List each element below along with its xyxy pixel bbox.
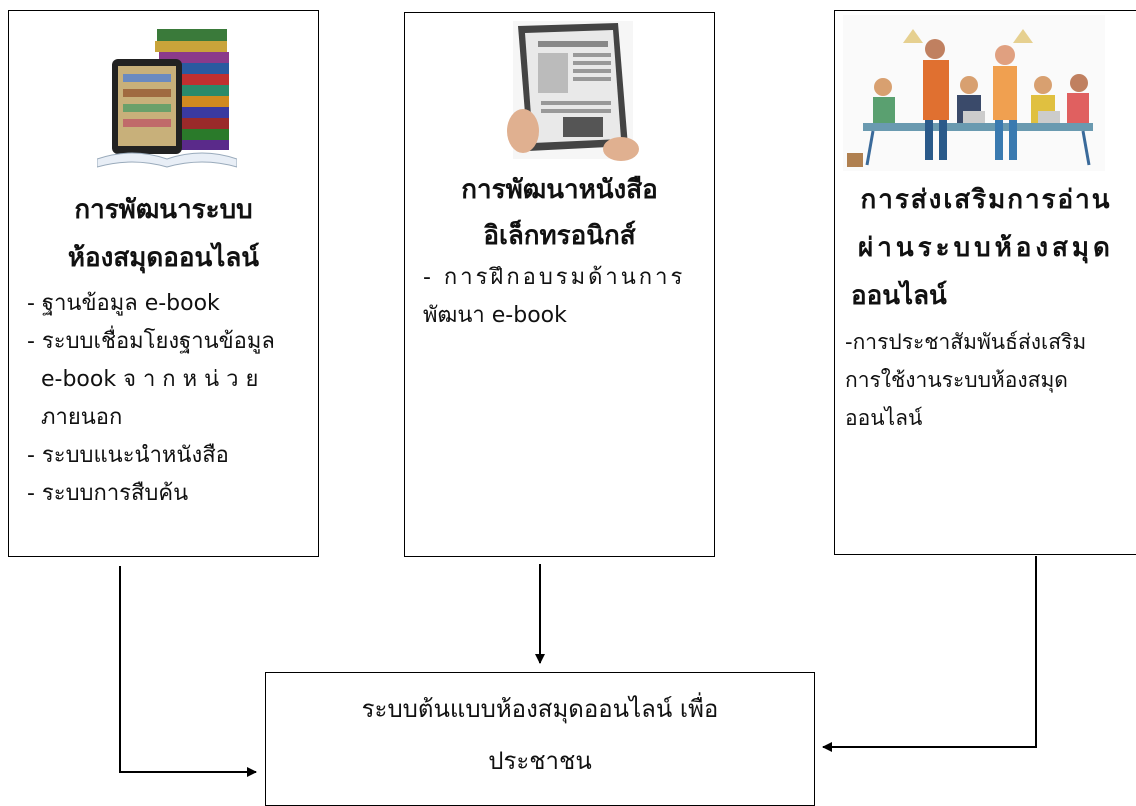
list-item: ออนไลน์ [845,406,923,430]
ebook-development-list: - การฝึกอบรมด้านการ พัฒนา e-book [423,259,685,335]
prototype-text: ระบบต้นแบบห้องสมุดออนไลน์ เพื่อ ประชาชน [266,683,814,787]
list-item: - การฝึกอบรมด้านการ [423,265,686,290]
development-system-box: การพัฒนาระบบ ห้องสมุดออนไลน์ - ฐานข้อมูล… [8,10,319,557]
reading-promotion-title-line1: การส่งเสริมการอ่าน [860,185,1112,215]
ebook-development-box: การพัฒนาหนังสือ อิเล็กทรอนิกส์ - การฝึกอ… [404,12,715,557]
team-meeting-icon [843,15,1105,171]
list-item: ภายนอก [27,405,123,430]
list-item: - ระบบการสืบค้น [27,481,189,506]
prototype-line1: ระบบต้นแบบห้องสมุดออนไลน์ เพื่อ [361,695,719,723]
development-system-list: - ฐานข้อมูล e-book - ระบบเชื่อมโยงฐานข้อ… [27,285,275,513]
books-tablet-icon [97,29,237,168]
ebook-development-title-line2: อิเล็กทรอนิกส์ [483,221,636,251]
development-system-title-line1: การพัฒนาระบบ [74,195,253,225]
reading-promotion-box: การส่งเสริมการอ่าน ผ่านระบบห้องสมุด ออนไ… [834,10,1136,555]
prototype-line2: ประชาชน [488,747,592,775]
list-item: - ฐานข้อมูล e-book [27,291,220,316]
list-item: e-book จ า ก ห น่ ว ย [27,367,259,392]
list-item: -การประชาสัมพันธ์ส่งเสริม [845,330,1087,354]
ereader-hands-icon [507,21,639,161]
prototype-box: ระบบต้นแบบห้องสมุดออนไลน์ เพื่อ ประชาชน [265,672,815,806]
list-item: การใช้งานระบบห้องสมุด [845,368,1068,392]
list-item: - ระบบแนะนำหนังสือ [27,443,229,468]
list-item: พัฒนา e-book [423,303,567,328]
arrow-right [822,556,1037,752]
list-item: - ระบบเชื่อมโยงฐานข้อมูล [27,329,275,354]
arrow-left [119,566,257,777]
development-system-title-line2: ห้องสมุดออนไลน์ [67,243,260,273]
ebook-development-title-line1: การพัฒนาหนังสือ [461,175,658,205]
reading-promotion-title-line3: ออนไลน์ [851,281,947,311]
reading-promotion-title-line2: ผ่านระบบห้องสมุด [858,233,1114,263]
reading-promotion-list: -การประชาสัมพันธ์ส่งเสริม การใช้งานระบบห… [845,323,1086,437]
